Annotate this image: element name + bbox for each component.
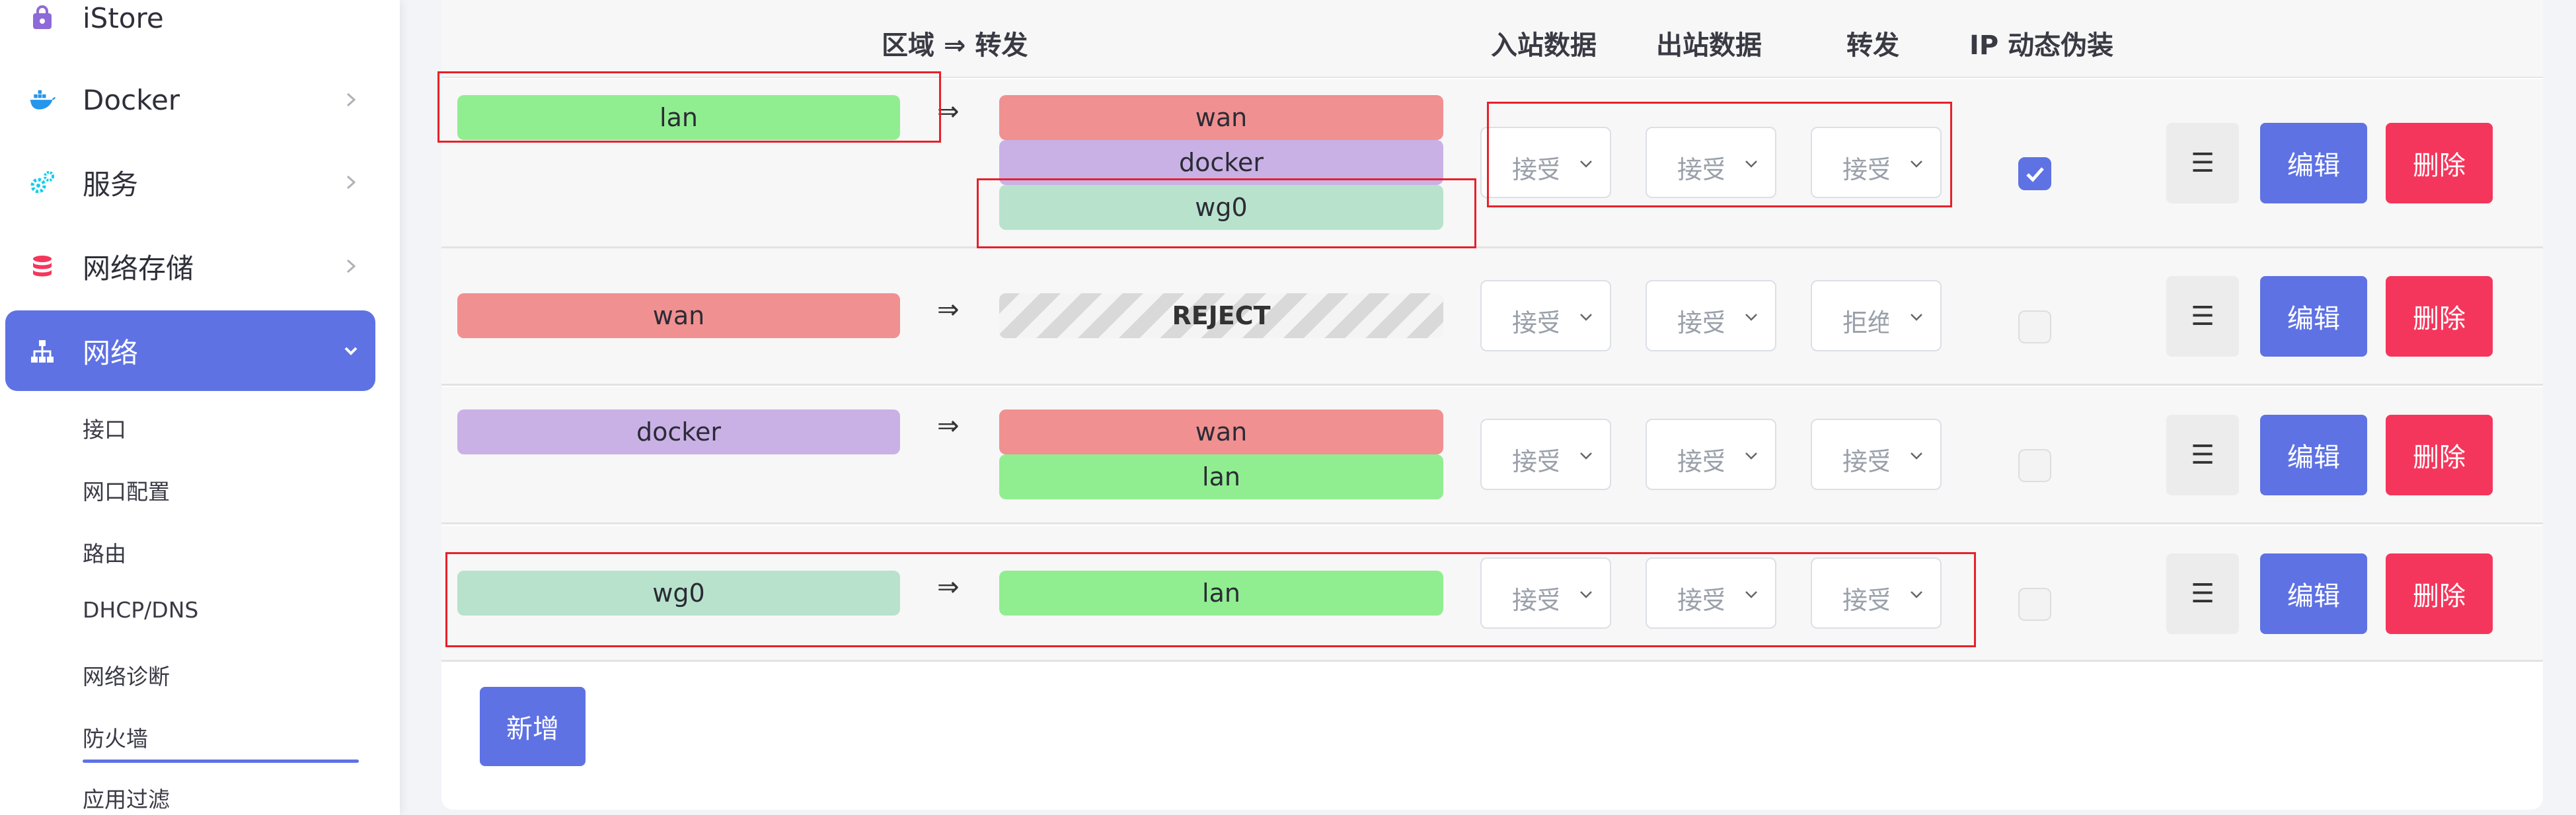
add-zone-button[interactable]: 新增 <box>480 687 586 766</box>
edit-button[interactable]: 编辑 <box>2260 415 2367 495</box>
output-policy-select[interactable]: 接受 <box>1646 127 1776 198</box>
zone-badge-lan: lan <box>457 95 900 140</box>
input-policy-select[interactable]: 接受 <box>1480 280 1611 351</box>
sidebar-item-label: Docker <box>83 83 180 116</box>
zone-badge-docker: docker <box>457 409 900 454</box>
delete-button[interactable]: 删除 <box>2386 123 2493 203</box>
sidebar-item-docker[interactable]: Docker <box>5 59 375 140</box>
chevron-down-icon <box>1577 155 1595 173</box>
forward-arrow: ⇒ <box>937 572 960 602</box>
target-badge-lan: lan <box>999 454 1443 499</box>
bag-icon <box>29 5 56 32</box>
sidebar-item-label: iStore <box>83 1 164 34</box>
submenu-diagnostics[interactable]: 网络诊断 <box>83 664 170 690</box>
forward-arrow: ⇒ <box>937 295 960 325</box>
row-menu-button[interactable]: ☰ <box>2166 276 2239 357</box>
gears-icon <box>29 170 56 196</box>
chevron-down-icon <box>1577 446 1595 465</box>
chevron-right-icon <box>340 89 362 111</box>
row-menu-button[interactable]: ☰ <box>2166 415 2239 495</box>
header-output: 出站数据 <box>1656 30 1762 61</box>
submenu-dhcp-dns[interactable]: DHCP/DNS <box>83 597 199 623</box>
chevron-down-icon <box>1742 446 1761 465</box>
sidebar-item-services[interactable]: 服务 <box>5 142 375 223</box>
output-policy-select[interactable]: 接受 <box>1646 280 1776 351</box>
input-policy-select[interactable]: 接受 <box>1480 127 1611 198</box>
submenu-interfaces[interactable]: 接口 <box>83 417 126 443</box>
chevron-right-icon <box>340 255 362 277</box>
table-header <box>441 0 2543 78</box>
sidebar-item-label: 网络 <box>83 336 139 369</box>
target-badge-docker: docker <box>999 140 1443 185</box>
row-menu-button[interactable]: ☰ <box>2166 123 2239 203</box>
masquerade-checkbox[interactable] <box>2018 157 2051 190</box>
target-badge-wg0: wg0 <box>999 185 1443 230</box>
output-policy-select[interactable]: 接受 <box>1646 419 1776 490</box>
chevron-down-icon <box>1577 585 1595 604</box>
target-badge-lan: lan <box>999 571 1443 616</box>
input-policy-select[interactable]: 接受 <box>1480 557 1611 629</box>
chevron-down-icon <box>1907 155 1926 173</box>
chevron-down-icon <box>340 339 362 362</box>
header-zone-forward: 区域 ⇒ 转发 <box>882 30 1028 61</box>
target-badge-reject: REJECT <box>999 293 1443 338</box>
row-menu-button[interactable]: ☰ <box>2166 553 2239 634</box>
chevron-down-icon <box>1907 585 1926 604</box>
edit-button[interactable]: 编辑 <box>2260 276 2367 357</box>
chevron-down-icon <box>1907 446 1926 465</box>
output-policy-select[interactable]: 接受 <box>1646 557 1776 629</box>
sidebar-item-network-storage[interactable]: 网络存储 <box>5 226 375 306</box>
submenu-port-config[interactable]: 网口配置 <box>83 479 170 505</box>
header-input: 入站数据 <box>1491 30 1597 61</box>
checkmark-icon <box>2026 167 2044 182</box>
masquerade-checkbox[interactable] <box>2018 449 2051 482</box>
zone-badge-wg0: wg0 <box>457 571 900 616</box>
submenu-routes[interactable]: 路由 <box>83 541 126 567</box>
forward-policy-select[interactable]: 拒绝 <box>1811 280 1942 351</box>
delete-button[interactable]: 删除 <box>2386 553 2493 634</box>
input-policy-select[interactable]: 接受 <box>1480 419 1611 490</box>
delete-button[interactable]: 删除 <box>2386 276 2493 357</box>
sidebar-item-label: 网络存储 <box>83 252 194 285</box>
submenu-firewall[interactable]: 防火墙 <box>83 726 148 752</box>
chevron-right-icon <box>340 171 362 194</box>
database-icon <box>29 254 56 280</box>
masquerade-checkbox[interactable] <box>2018 310 2051 343</box>
edit-button[interactable]: 编辑 <box>2260 553 2367 634</box>
chevron-down-icon <box>1742 155 1761 173</box>
zone-badge-wan: wan <box>457 293 900 338</box>
chevron-down-icon <box>1577 308 1595 326</box>
forward-arrow: ⇒ <box>937 96 960 127</box>
submenu-app-filter[interactable]: 应用过滤 <box>83 787 170 812</box>
sidebar: iStore Docker 服务 网络存储 网络 <box>0 0 400 815</box>
chevron-down-icon <box>1742 308 1761 326</box>
forward-policy-select[interactable]: 接受 <box>1811 419 1942 490</box>
chevron-down-icon <box>1907 308 1926 326</box>
sidebar-item-label: 服务 <box>83 168 139 201</box>
header-masquerade: IP 动态伪装 <box>1969 30 2114 61</box>
target-badge-wan: wan <box>999 95 1443 140</box>
masquerade-checkbox[interactable] <box>2018 588 2051 621</box>
active-submenu-indicator <box>83 760 359 763</box>
header-forward: 转发 <box>1846 30 1899 61</box>
docker-icon <box>29 87 56 114</box>
forward-policy-select[interactable]: 接受 <box>1811 557 1942 629</box>
chevron-down-icon <box>1742 585 1761 604</box>
sidebar-item-istore[interactable]: iStore <box>5 0 375 58</box>
network-icon <box>29 338 56 365</box>
forward-arrow: ⇒ <box>937 411 960 441</box>
edit-button[interactable]: 编辑 <box>2260 123 2367 203</box>
target-badge-wan: wan <box>999 409 1443 454</box>
sidebar-item-network[interactable]: 网络 <box>5 310 375 391</box>
forward-policy-select[interactable]: 接受 <box>1811 127 1942 198</box>
delete-button[interactable]: 删除 <box>2386 415 2493 495</box>
